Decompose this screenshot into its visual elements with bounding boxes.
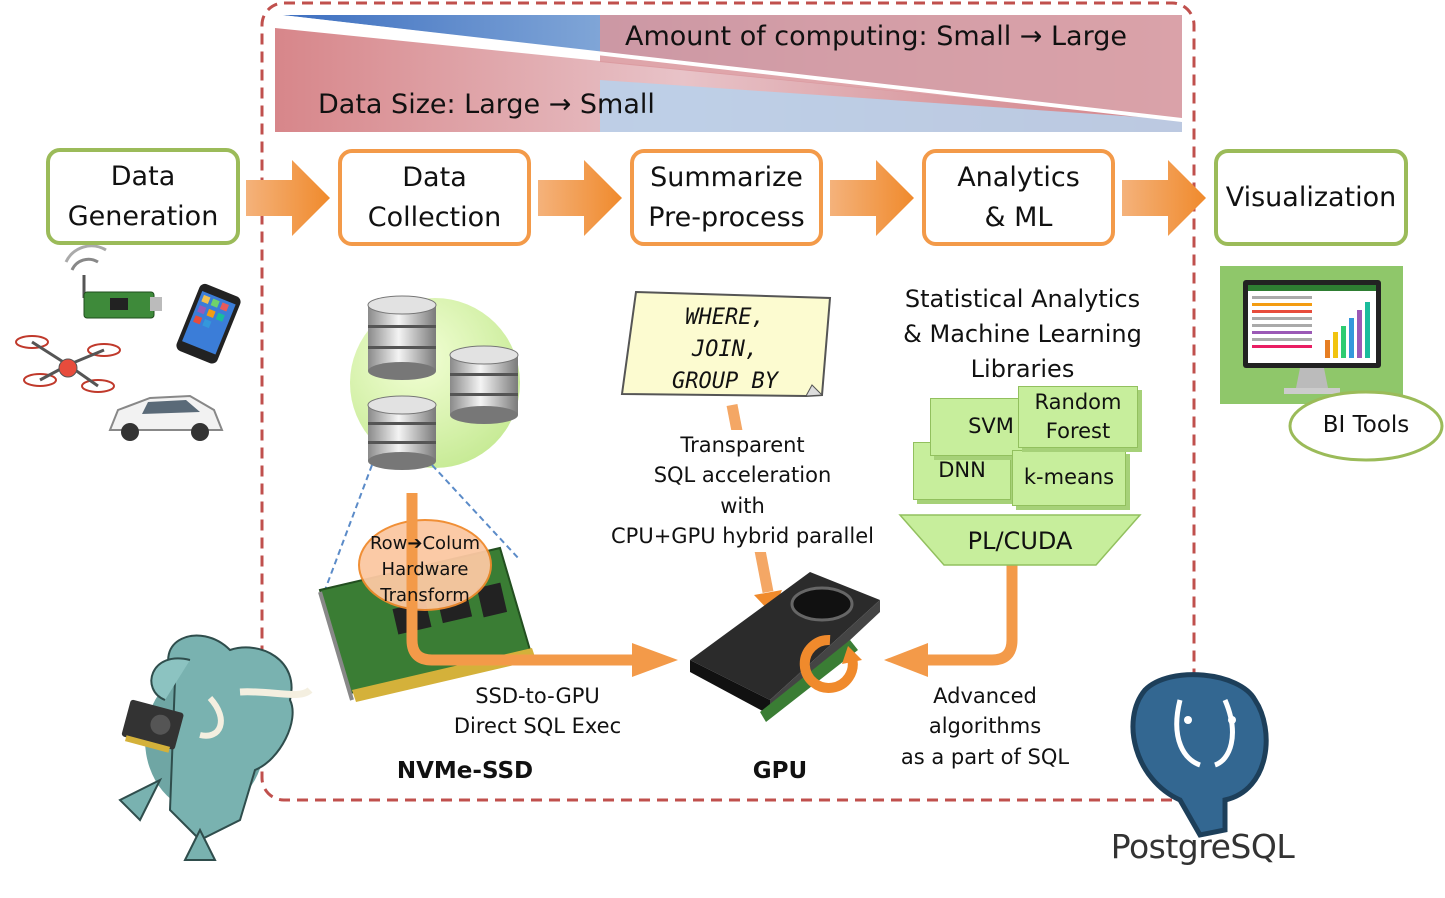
nvme-ssd-label: NVMe-SSD [396,758,534,784]
sql-note-text: WHERE, JOIN, GROUP BY [672,305,778,394]
stage-summarize: Summarize Pre-process [630,149,823,246]
stage-data-collection: Data Collection [338,149,531,246]
ssd-to-gpu-flow [406,493,640,666]
stage-analytics: Analytics & ML [922,149,1115,246]
stage-data-generation: Data Generation [46,148,240,245]
ml-box-svm: SVM [930,398,1030,456]
arrow-1 [246,160,330,236]
ssd-to-gpu-label: SSD-to-GPU Direct SQL Exec [453,684,622,739]
bi-tools-bubble [1288,390,1444,462]
db-cylinder-1 [367,295,437,380]
ml-box-kmeans: k-means [1012,450,1126,506]
blue-lower [600,80,1182,132]
projection-line-right [431,464,521,561]
white-diagonal [282,15,1182,122]
transform-ellipse [358,519,492,611]
transparent-sql-label: Transparent SQL acceleration with CPU+GP… [600,430,885,552]
ml-box-random-forest: Random Forest [1018,386,1138,448]
plcuda-to-gpu-flow [920,565,1018,666]
gpu-label: GPU [752,758,808,784]
advanced-algorithms-label: Advanced algorithms as a part of SQL [900,684,1070,769]
plcuda-shape [898,514,1142,566]
postgresql-logo-icon [1130,672,1269,838]
bi-dashboard-icon [1220,266,1403,404]
elephant-mascot-icon [118,634,313,861]
ssd-to-gpu-arrowhead [632,643,678,677]
red-upper [600,15,1182,120]
sql-to-gpu-arrowhead [754,590,782,614]
iot-devices-icon [15,244,241,441]
statistical-libraries-label: Statistical Analytics & Machine Learning… [903,285,1142,383]
transform-label: Row➔Colum Hardware Transform [369,533,481,607]
database-cluster-icon [350,295,520,470]
projection-line-left [324,464,373,591]
flow-arrows [246,160,1206,236]
datasize-label: Data Size: Large → Small [318,89,655,120]
stage-visualization: Visualization [1214,149,1408,246]
arrow-2 [538,160,622,236]
gpu-card-icon [690,572,880,722]
plcuda-label: PL/CUDA [967,527,1073,555]
bi-tools-label: BI Tools [1322,412,1410,438]
plcuda-to-gpu-arrowhead [884,643,928,677]
arrow-4 [1122,160,1206,236]
postgresql-logo-text: PostgreSQL [1110,827,1295,866]
sql-note-shape [620,290,832,398]
db-cylinder-3 [367,395,437,470]
db-cylinder-2 [449,345,519,424]
arrow-3 [830,160,914,236]
processing-boundary [260,1,1196,802]
computing-label: Amount of computing: Small → Large [625,21,1127,52]
